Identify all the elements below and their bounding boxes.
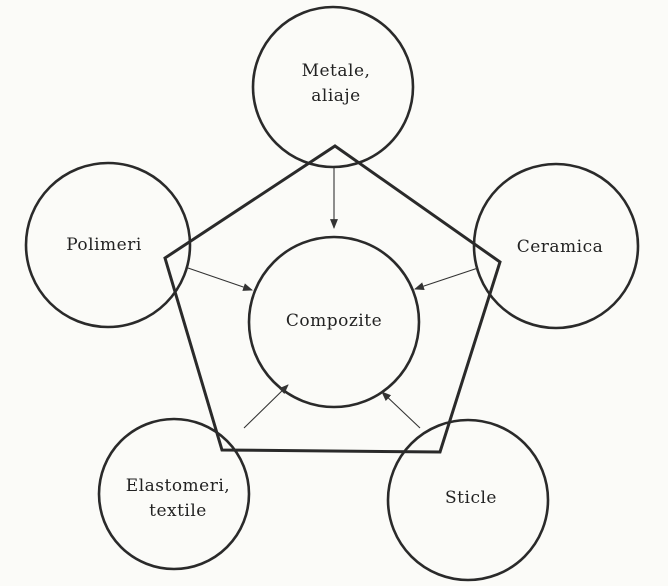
node-circle-ceramica xyxy=(472,162,640,330)
node-label-elastomeri-line2: textile xyxy=(149,501,207,521)
center-circle-compozite xyxy=(247,235,421,409)
center-label-compozite: Compozite xyxy=(286,311,382,331)
arrow-polimeri-to-center xyxy=(187,267,253,291)
node-label-metale-line2: aliaje xyxy=(311,86,360,106)
node-label-elastomeri-line1: Elastomeri, xyxy=(126,476,230,496)
node-circle-metale xyxy=(251,5,415,169)
pentagon-frame xyxy=(163,144,502,454)
arrow-sticle-to-center xyxy=(381,391,421,429)
node-label-ceramica: Ceramica xyxy=(517,237,604,257)
arrow-elastomeri-to-center xyxy=(243,384,289,429)
node-circle-elastomeri xyxy=(97,417,251,571)
node-label-polimeri: Polimeri xyxy=(66,235,142,255)
arrow-ceramica-to-center xyxy=(414,267,479,290)
node-circle-sticle xyxy=(386,418,550,582)
node-label-sticle: Sticle xyxy=(445,488,497,508)
node-label-metale-line1: Metale, xyxy=(302,61,371,81)
node-circle-polimeri xyxy=(24,161,192,329)
